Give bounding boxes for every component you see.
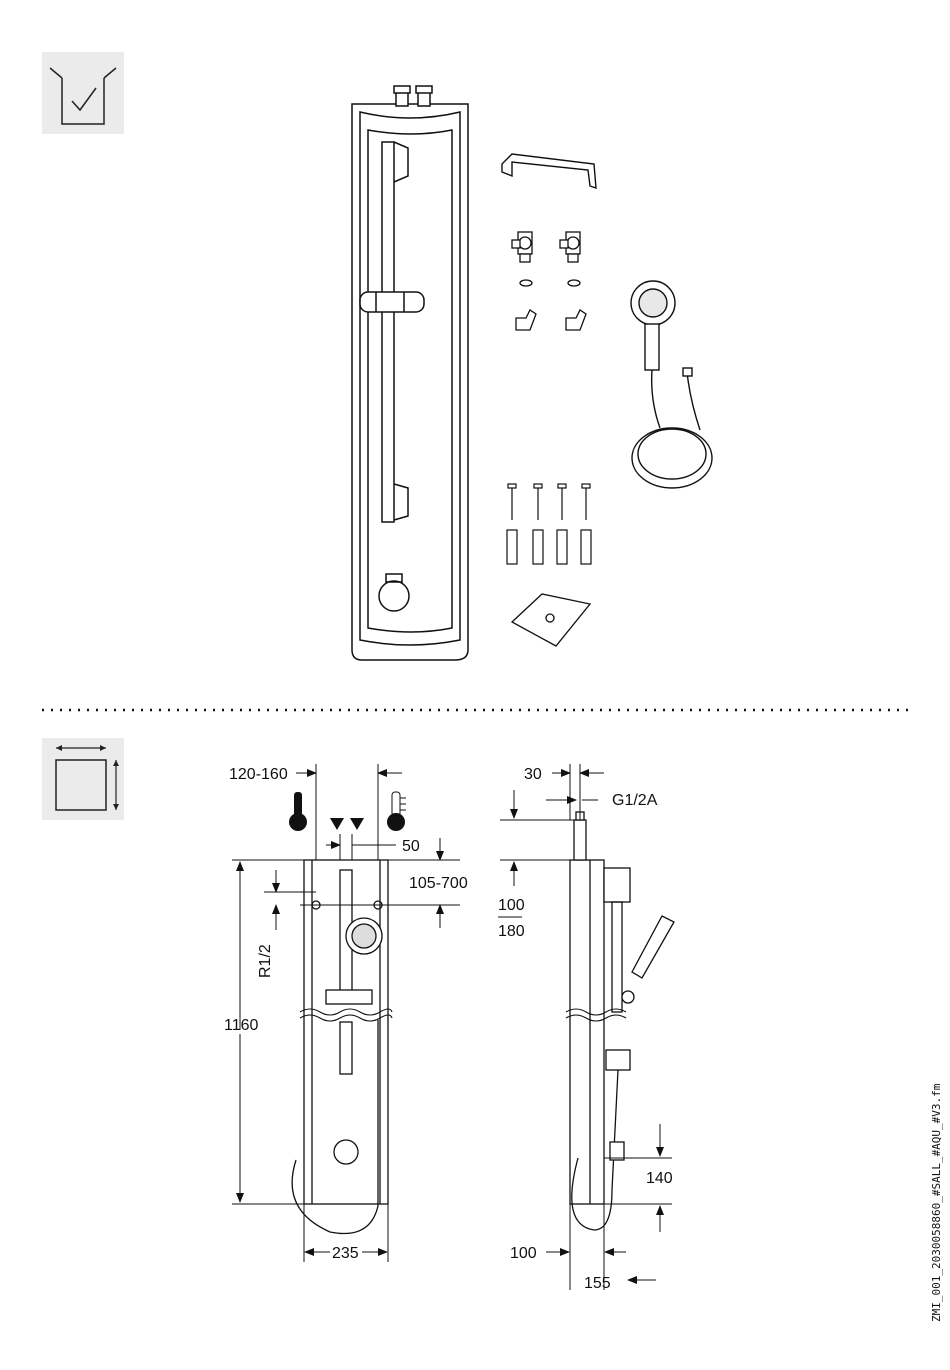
dimensions-icon [42, 738, 124, 820]
dim-bottom-height: 140 [646, 1170, 673, 1187]
sealing-sachet [512, 594, 590, 646]
cold-water-icon [387, 792, 406, 831]
dim-height-total: 1160 [224, 1017, 259, 1034]
scope-icon [42, 52, 124, 134]
screws-dowels [507, 484, 591, 564]
hot-water-icon [289, 792, 307, 831]
shower-panel [352, 86, 468, 660]
side-view [566, 812, 674, 1230]
valve-parts [512, 232, 586, 330]
dim-depth-top: 30 [524, 766, 542, 783]
dim-offset-top-a: 100 [498, 897, 525, 914]
flow-arrow-icon [330, 818, 364, 830]
wall-bracket [502, 154, 596, 188]
dim-width-front: 235 [332, 1245, 359, 1262]
hand-shower [631, 281, 712, 488]
dim-thread-side: G1/2A [612, 792, 658, 809]
dim-thread-left: R1/2 [257, 944, 274, 978]
dim-depth-side: 155 [584, 1275, 611, 1292]
doc-reference: ZMI_001_2030058860_#SALL_#AQU_#V3.fm [930, 1083, 943, 1322]
dim-top-offset: 50 [402, 838, 420, 855]
dim-offset-top-b: 180 [498, 923, 525, 940]
dim-spacing: 120-160 [229, 766, 288, 783]
dim-rail-height: 105-700 [409, 875, 468, 892]
front-view [292, 860, 392, 1234]
dim-bottom-offset: 100 [510, 1245, 537, 1262]
